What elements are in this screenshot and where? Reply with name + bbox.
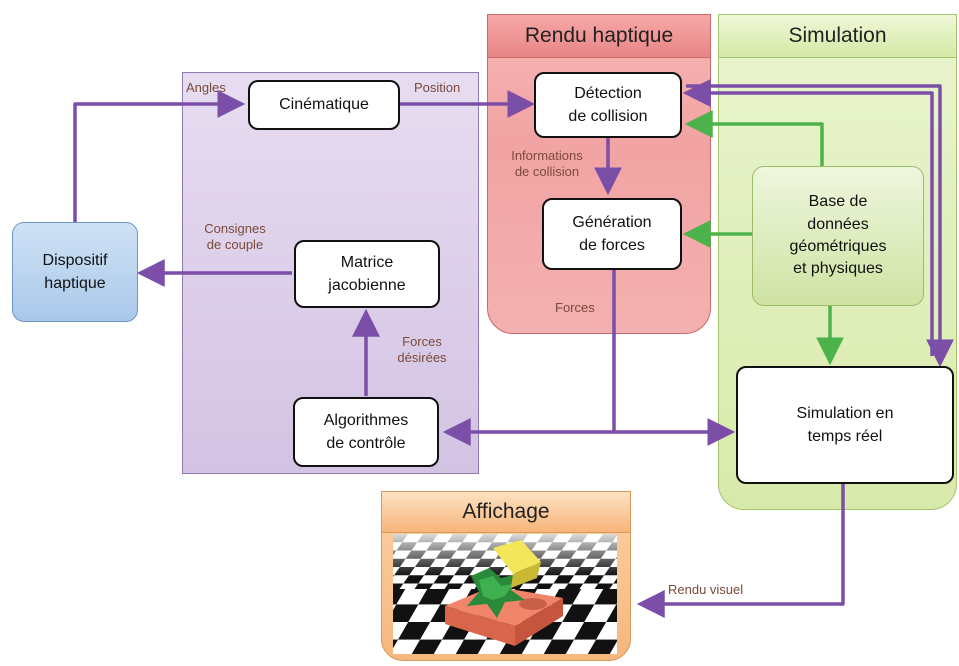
base-donnees-label: Base de données géométriques et physique… [789,193,887,278]
informations-collision-label: Informations de collision [511,148,583,180]
rendered-scene-illustration [393,534,617,654]
haptic-rendering-title: Rendu haptique [524,24,674,47]
consignes-couple-label: Consignes de couple [204,221,266,253]
forces-label: Forces [555,300,595,315]
dispositif-haptique-box: Dispositif haptique [12,222,138,322]
simulation-temps-reel-label: Simulation en temps réel [796,404,894,445]
arrow-angles [73,90,246,222]
detection-collision-box: Détection de collision [534,72,682,138]
algorithmes-controle-box: Algorithmes de contrôle [293,397,439,467]
arrow-base-to-detection [684,110,824,166]
rendered-scene-image [393,534,617,654]
simulation-header: Simulation [718,14,957,58]
algorithmes-controle-label: Algorithmes de contrôle [323,411,409,452]
detection-collision-label: Détection de collision [568,84,648,125]
base-donnees-box: Base de données géométriques et physique… [752,166,924,306]
cinematique-label: Cinématique [279,96,369,114]
arrow-simulation-to-detection [682,79,934,356]
arrow-rendu-visuel [636,484,845,618]
display-header: Affichage [381,491,631,533]
generation-forces-box: Génération de forces [542,198,682,270]
simulation-temps-reel-box: Simulation en temps réel [736,366,954,484]
generation-forces-label: Génération de forces [572,213,652,254]
angles-label: Angles [186,80,226,95]
arrow-detection-to-simulation [686,84,954,368]
position-label: Position [414,80,461,95]
cinematique-box: Cinématique [248,80,400,130]
matrice-jacobienne-box: Matrice jacobienne [294,240,440,308]
matrice-jacobienne-label: Matrice jacobienne [328,253,406,294]
forces-desirees-label: Forces désirées [397,334,447,366]
simulation-title: Simulation [788,24,887,47]
display-title: Affichage [462,500,550,523]
haptic-rendering-header: Rendu haptique [487,14,711,58]
dispositif-haptique-label: Dispositif haptique [42,251,108,292]
rendu-visuel-label: Rendu visuel [668,582,744,597]
